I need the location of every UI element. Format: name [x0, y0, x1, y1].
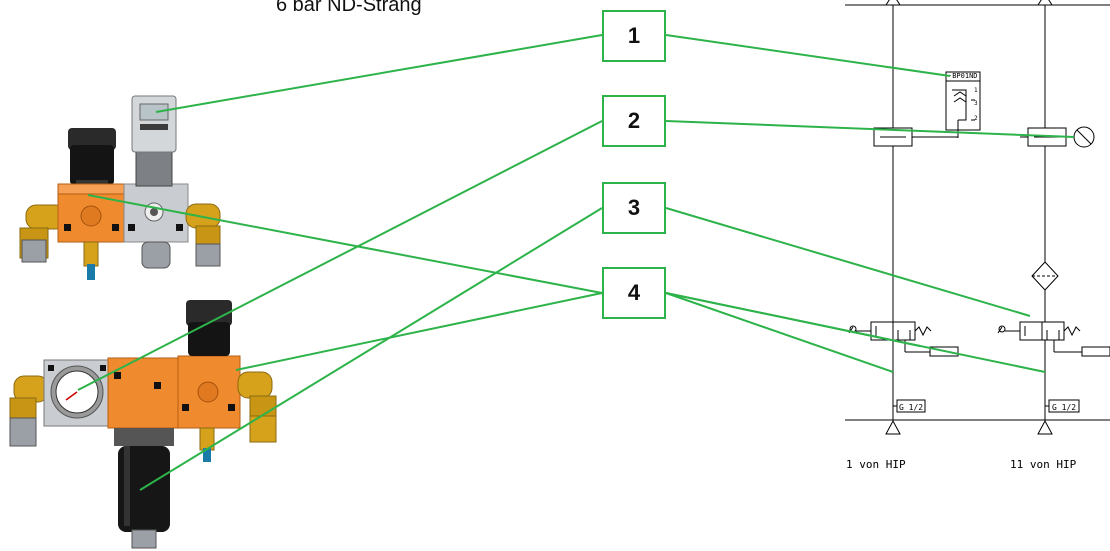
leader-4-right-a — [665, 292, 894, 373]
source-left-label: 1 von HIP — [846, 458, 906, 471]
valve-symbol-right — [997, 321, 1110, 357]
pneumatic-schematic — [845, 0, 1110, 435]
sensor-port-3: 3 — [974, 100, 978, 107]
top-right-arrow — [1037, 0, 1053, 6]
leader-4-left-b — [235, 292, 603, 371]
upper-assembly-illustration — [19, 95, 221, 280]
leader-3-left — [139, 207, 603, 491]
section-title: 6 bar ND-Strang — [276, 0, 422, 16]
bottom-left-arrow — [885, 419, 901, 435]
callout-2: 2 — [602, 95, 666, 147]
sensor-port-1: 1 — [974, 87, 978, 94]
leader-2-right — [665, 120, 1075, 138]
leader-2-left — [77, 120, 603, 391]
port-size-left-label: G 1/2 — [899, 403, 923, 412]
lower-assembly-illustration — [9, 300, 277, 549]
callout-3: 3 — [602, 182, 666, 234]
sensor-port-2: 2 — [974, 115, 978, 122]
pressure-switch-symbol — [945, 71, 981, 138]
leader-4-right-c — [665, 292, 921, 347]
source-right-label: 11 von HIP — [1010, 458, 1077, 471]
leader-4-left-a — [87, 194, 603, 294]
leader-1-left — [155, 34, 603, 113]
callout-1: 1 — [602, 10, 666, 62]
callout-4: 4 — [602, 267, 666, 319]
bottom-right-arrow — [1037, 419, 1053, 435]
leader-lines — [77, 34, 1075, 491]
leader-3-right — [665, 207, 1031, 317]
sensor-tag-label: -BP01ND — [948, 72, 978, 80]
top-left-arrow — [885, 0, 901, 6]
port-size-right-label: G 1/2 — [1052, 403, 1076, 412]
leader-1-right — [665, 34, 951, 77]
